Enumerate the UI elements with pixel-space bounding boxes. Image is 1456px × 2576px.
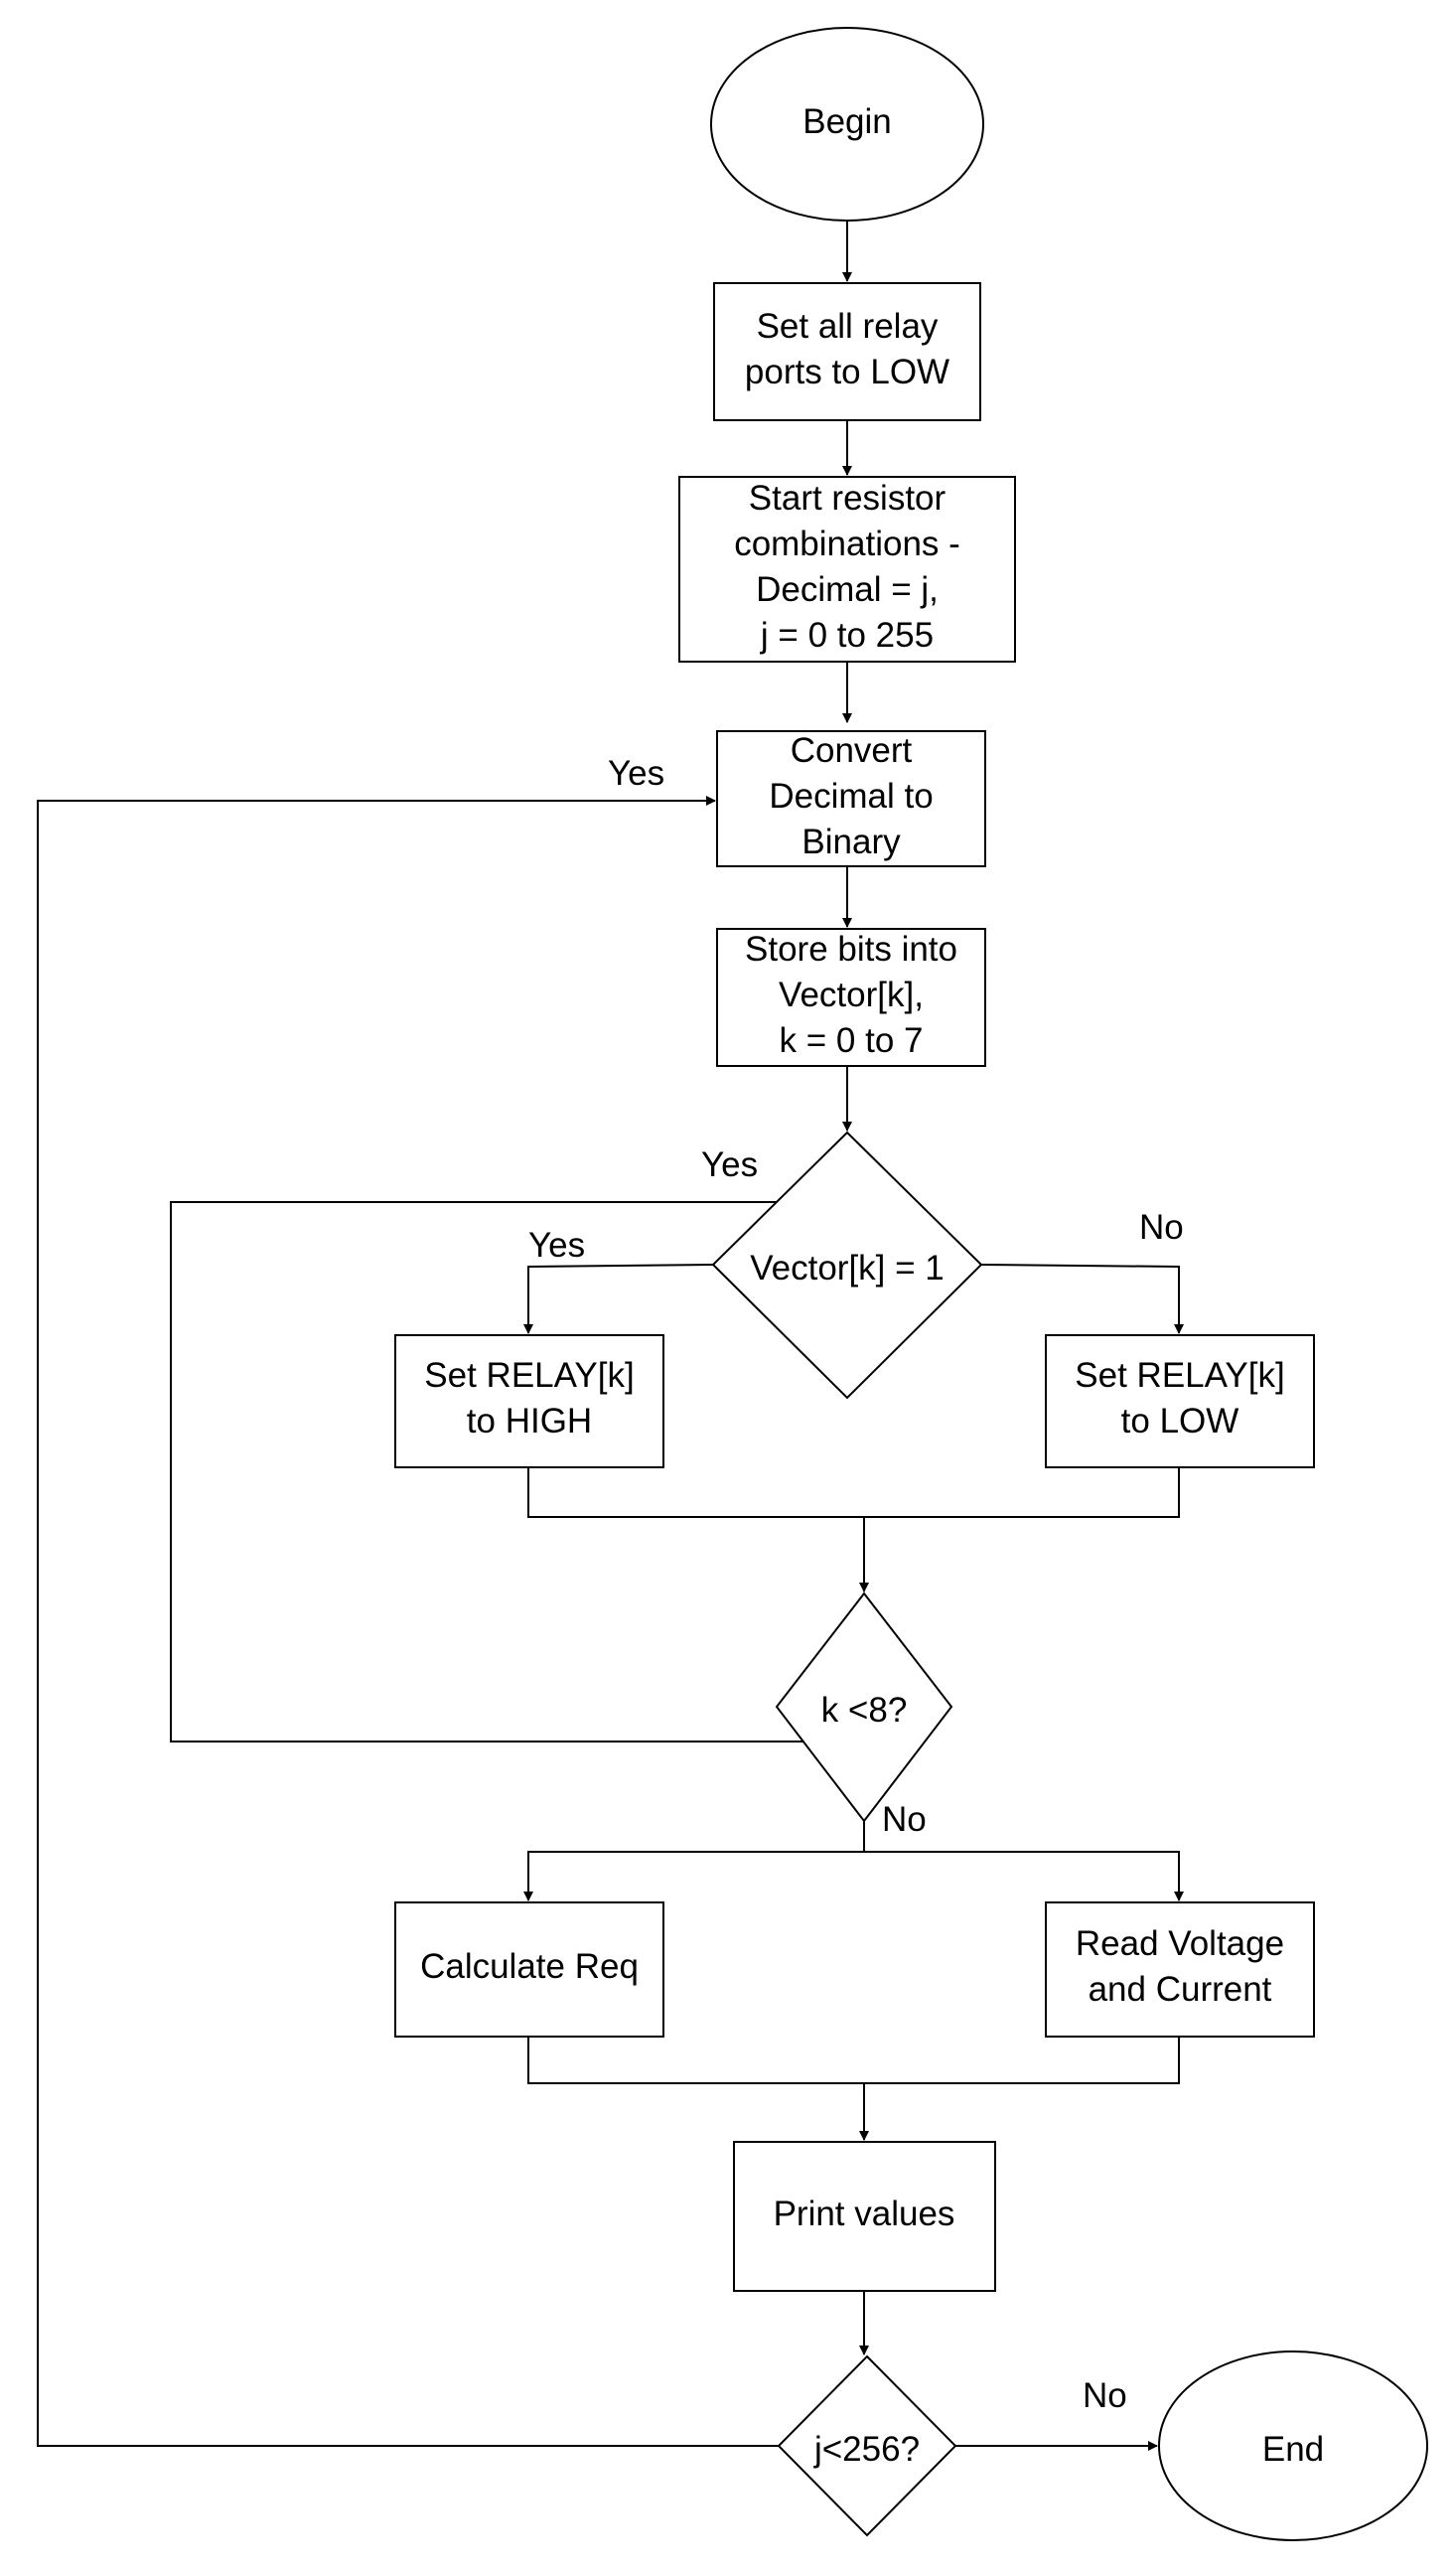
vector-check-label: Vector[k] = 1 (750, 1249, 945, 1288)
label-line: Begin (802, 102, 892, 141)
begin-terminal (710, 27, 984, 222)
label-line: combinations - (734, 525, 960, 563)
edge-labels: Yes Yes Yes No No No (528, 754, 1184, 2415)
label-line: Set RELAY[k] (424, 1356, 634, 1395)
shapes (394, 27, 1428, 2541)
connectors (37, 221, 1184, 2451)
set-all-low-box (713, 282, 981, 421)
edge-label-vector-no: No (1139, 1208, 1184, 1247)
print-values-label: Print values (774, 2195, 955, 2233)
vector-check-decision (711, 1131, 983, 1400)
label-line: Convert (791, 731, 913, 770)
edge-label-k-loop-yes: Yes (701, 1145, 758, 1184)
merge-calc-read (527, 2037, 1180, 2084)
label-line: Store bits into (745, 930, 957, 969)
label-line: Read Voltage (1076, 1924, 1284, 1963)
k-check-decision (775, 1591, 953, 1823)
label-line: and Current (1089, 1970, 1272, 2009)
begin-label: Begin (802, 102, 892, 141)
set-all-low-label: Set all relay ports to LOW (745, 307, 949, 391)
arrow-vector-yes-to-high (523, 1264, 714, 1334)
k-check-label: k <8? (821, 1691, 908, 1730)
label-line: k = 0 to 7 (780, 1021, 924, 1060)
label-line: Calculate Req (420, 1947, 639, 1986)
label-line: to HIGH (467, 1402, 592, 1440)
label-line: ports to LOW (745, 353, 949, 391)
label-line: Print values (774, 2195, 955, 2233)
calculate-req-label: Calculate Req (420, 1947, 639, 1986)
label-line: to LOW (1121, 1402, 1239, 1440)
j-check-label: j<256? (813, 2430, 920, 2469)
start-combinations-box (678, 476, 1016, 663)
arrow-k-loop-yes (170, 1197, 864, 1743)
edge-label-j-no: No (1083, 2376, 1127, 2415)
node-labels: Begin Set all relay ports to LOW Start re… (420, 102, 1324, 2469)
store-bits-box (716, 928, 986, 1067)
relay-low-box (1045, 1334, 1315, 1468)
print-values-box (733, 2141, 996, 2292)
edge-label-vector-yes: Yes (528, 1226, 585, 1265)
label-line: Decimal = j, (756, 570, 939, 609)
arrow-k-no-to-read (864, 1851, 1184, 1901)
calculate-req-box (394, 1901, 664, 2038)
end-label: End (1262, 2430, 1324, 2469)
edge-label-j-loop-yes: Yes (608, 754, 664, 793)
label-line: j<256? (813, 2430, 920, 2469)
label-line: Decimal to (769, 777, 933, 816)
label-line: k <8? (821, 1691, 908, 1730)
label-line: Set RELAY[k] (1075, 1356, 1284, 1395)
label-line: Set all relay (757, 307, 939, 346)
relay-high-box (394, 1334, 664, 1468)
label-line: Vector[k], (779, 976, 924, 1014)
label-line: Binary (801, 823, 901, 861)
relay-high-label: Set RELAY[k] to HIGH (424, 1356, 634, 1440)
convert-binary-box (716, 730, 986, 867)
read-voltage-label: Read Voltage and Current (1076, 1924, 1284, 2009)
label-line: Start resistor (749, 479, 946, 518)
edge-label-k-no: No (882, 1800, 927, 1839)
start-combinations-label: Start resistor combinations - Decimal = j,… (734, 479, 960, 655)
arrow-j-loop-yes (37, 796, 779, 2447)
merge-relays (527, 1467, 1180, 1518)
label-line: j = 0 to 255 (760, 616, 934, 655)
arrow-vector-no-to-low (980, 1264, 1184, 1334)
arrow-k-no-to-calc (523, 1851, 864, 1901)
label-line: Vector[k] = 1 (750, 1249, 945, 1288)
end-terminal (1158, 2350, 1428, 2541)
label-line: End (1262, 2430, 1324, 2469)
j-check-decision (777, 2354, 957, 2537)
relay-low-label: Set RELAY[k] to LOW (1075, 1356, 1284, 1440)
read-voltage-box (1045, 1901, 1315, 2038)
